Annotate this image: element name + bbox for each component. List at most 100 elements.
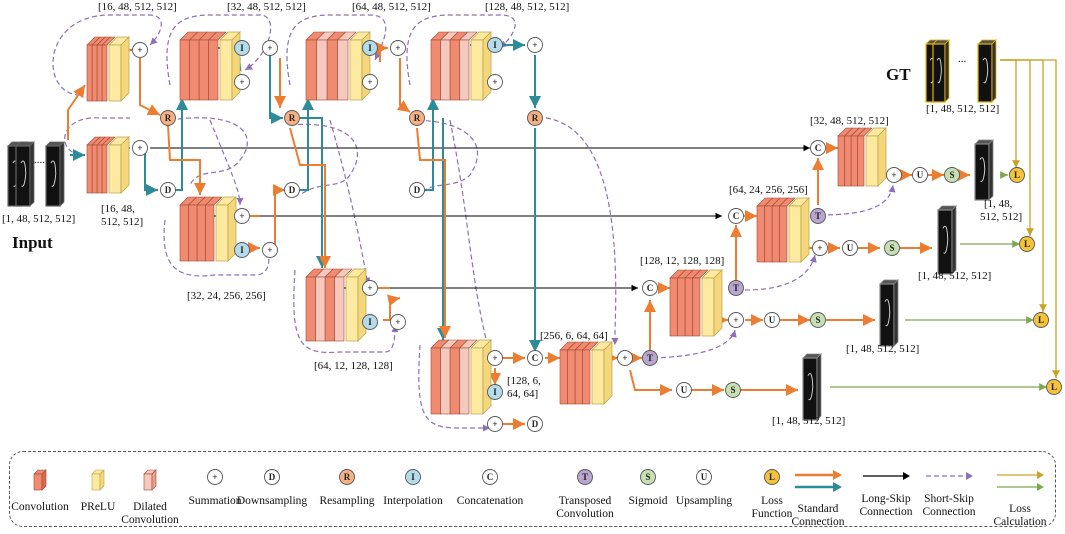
block-enc3-bottom [305,268,367,342]
node-resampling-23: R [527,110,543,126]
node-summation-13: + [390,40,406,56]
legend-transposed-icon: T [545,468,625,490]
svg-text:+: + [212,472,217,482]
svg-text:C: C [487,472,494,482]
legend-dilated-label-1: Convolution [121,514,179,526]
node-sigmoid-32: S [725,382,741,398]
enc1-bottom-shape-line2: 512, 512] [101,216,143,228]
svg-text:I: I [493,40,497,50]
node-interpolation-26: I [487,384,503,400]
node-interpolation-16: I [362,314,378,330]
svg-text:+: + [239,211,244,221]
svg-text:+: + [395,43,400,53]
node-loss-47: L [1009,167,1025,183]
loss-calculation-connections [830,59,1060,391]
enc3-top-shape: [64, 48, 512, 512] [352,1,431,13]
svg-text:D: D [532,419,539,429]
node-summation-22: + [487,74,503,90]
output4-image [974,139,994,201]
legend-sigmoid-label-0: Sigmoid [628,495,668,507]
node-upsampling-31: U [676,382,692,398]
node-summation-24: + [487,350,503,366]
block-enc1-bottom [86,136,130,194]
node-downsampling-3: D [160,182,176,198]
legend-sum-label-0: Summation [188,495,242,507]
enc4-bottom-shape-line1: [128, 6, [507,375,541,387]
enc4-bottom-shape-line2: 64, 64] [507,388,538,400]
node-summation-21: + [527,37,543,53]
out4-shape-line2: 512, 512] [980,211,1022,223]
out1-shape: [1, 48, 512, 512] [772,415,845,427]
svg-text:+: + [817,243,822,253]
svg-text:U: U [917,170,924,180]
legend-concat-icon: C [450,468,530,490]
legend-losscalc-icon [980,468,1060,498]
image-stacks [7,39,997,421]
legend-conv-label-0: Convolution [11,501,69,513]
gt-shape: [1, 48, 512, 512] [926,103,999,115]
block-enc3-top [305,31,371,101]
legend-loss-label-1: Function [751,508,793,520]
svg-text:D: D [165,185,172,195]
node-sigmoid-42: S [884,240,900,256]
block-bottleneck [559,341,613,405]
svg-text:+: + [367,283,372,293]
legend-prelu-icon [58,468,138,496]
legend-shortskip-icon [909,468,989,488]
node-interpolation-8: I [234,242,250,258]
svg-text:C: C [532,353,539,363]
svg-text:I: I [240,43,244,53]
legend-longskip-icon [846,468,926,488]
long-skip-connections [150,144,810,292]
node-transposed-30: T [642,350,658,366]
gt-ellipsis: ... [958,53,967,65]
legend-dilated-label-0: Dilated [133,501,167,513]
svg-text:+: + [492,77,497,87]
node-summation-14: + [362,74,378,90]
node-sigmoid-37: S [810,312,826,328]
node-transposed-39: T [810,208,826,224]
standard-connections-orange [67,42,970,430]
node-summation-7: + [234,208,250,224]
node-resampling-2: R [160,110,176,126]
legend-dilated-icon [110,468,190,496]
legend-standard-label-0: Standard [797,503,839,515]
block-enc1-top [86,36,130,102]
node-sigmoid-46: S [944,167,960,183]
node-summation-15: + [362,280,378,296]
svg-text:R: R [165,113,172,123]
svg-text:L: L [769,472,775,482]
node-loss-49: L [1033,312,1049,328]
svg-text:C: C [647,283,654,293]
legend-resample-icon: R [307,468,387,490]
node-interpolation-4: I [234,40,250,56]
out2-shape: [1, 48, 512, 512] [846,343,919,355]
svg-text:+: + [267,43,272,53]
svg-text:R: R [532,113,539,123]
svg-text:S: S [889,243,894,253]
legend-conv-icon [0,468,80,496]
legend [9,451,1056,527]
out4-shape-line1: [1, 48, [984,198,1013,210]
svg-text:R: R [414,113,421,123]
node-summation-27: + [487,416,503,432]
node-summation-29: + [617,350,633,366]
svg-text:T: T [582,472,588,482]
legend-item-sum: + Summation [175,468,255,508]
legend-shortskip-label-0: Short-Skip [924,493,974,505]
output3-image [937,205,957,275]
svg-text:T: T [647,353,653,363]
svg-text:R: R [289,113,296,123]
legend-standard-icon [778,468,858,498]
input-image-stack [7,141,35,207]
legend-down-icon: D [232,468,312,490]
legend-concat-label-0: Concatenation [456,495,524,507]
legend-item-concat: C Concatenation [450,468,530,508]
